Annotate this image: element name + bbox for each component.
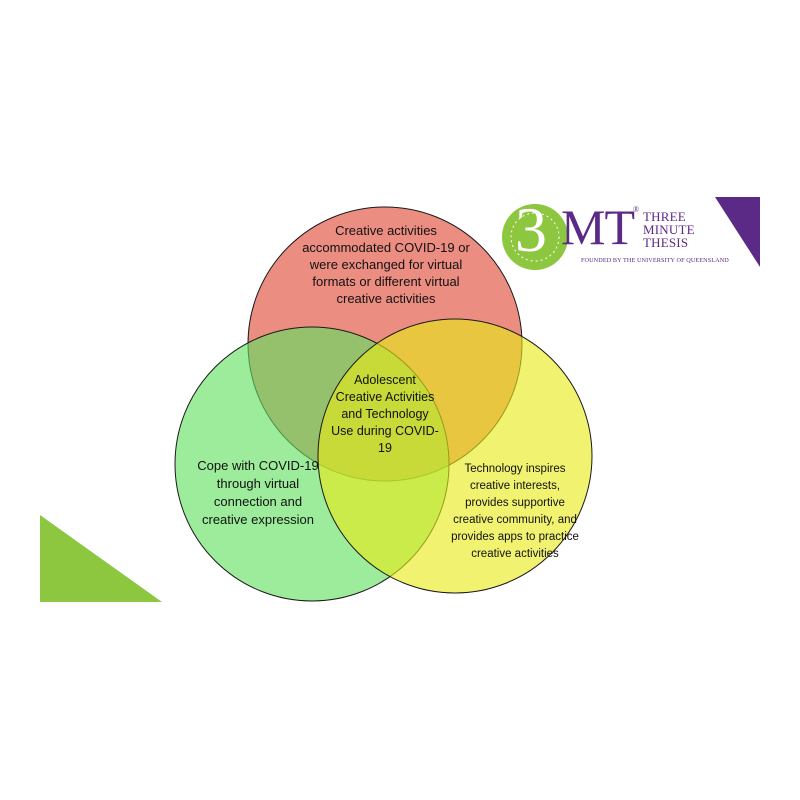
logo-registered: ®: [633, 205, 640, 214]
logo-mark: MT: [561, 199, 635, 255]
logo-line-three: THREE: [643, 209, 686, 224]
center-overlap-text: Adolescent Creative Activities and Techn…: [331, 373, 439, 455]
logo-title: THREE MINUTE THESIS: [643, 210, 703, 249]
left-circle-text: Cope with COVID-19 through virtual conne…: [197, 458, 319, 527]
logo-line-minute: MINUTE: [643, 222, 695, 237]
logo-subtitle: FOUNDED BY THE UNIVERSITY OF QUEENSLAND: [581, 257, 729, 264]
top-right-triangle: [715, 197, 760, 267]
corner-triangle: [40, 515, 162, 602]
right-circle-text: Technology inspires creative interests, …: [451, 463, 579, 560]
three-minute-thesis-logo: 3 MT ® THREE MINUTE THESIS FOUNDED BY TH…: [505, 194, 765, 277]
top-circle-text: Creative activities accommodated COVID-1…: [302, 223, 470, 306]
logo-digit-three: 3: [515, 194, 547, 265]
logo-ring: [502, 204, 568, 270]
logo-line-thesis: THESIS: [643, 235, 689, 250]
venn-circle-right: [317, 318, 593, 594]
